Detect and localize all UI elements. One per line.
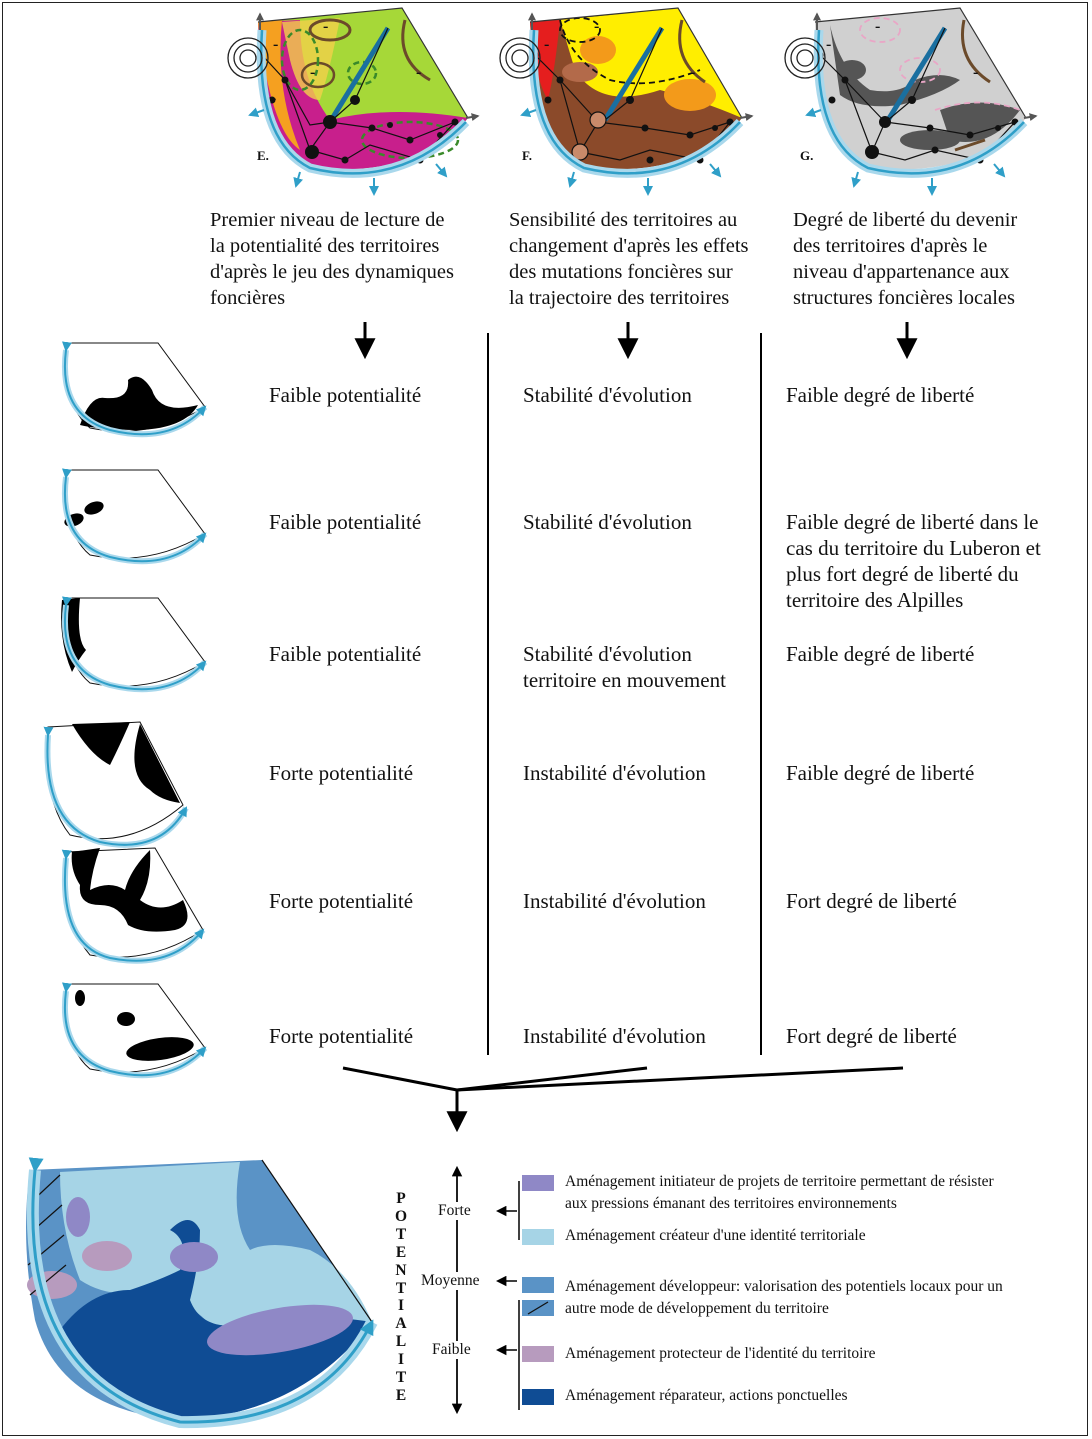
row-5-evolution: Instabilité d'évolution bbox=[523, 889, 706, 913]
convergence-lines bbox=[342, 1066, 904, 1133]
map-g-label: G. bbox=[800, 148, 814, 163]
row-2-potentialite: Faible potentialité bbox=[269, 510, 422, 534]
map-e-minus: - bbox=[323, 18, 329, 35]
row-2-evolution: Stabilité d'évolution bbox=[523, 510, 692, 534]
map-g bbox=[784, 7, 1038, 196]
map-f-label: F. bbox=[522, 148, 532, 163]
row-1-potentialite: Faible potentialité bbox=[269, 383, 422, 407]
legend-swatch-developpeur bbox=[522, 1277, 554, 1293]
map-e-minus: - bbox=[416, 64, 422, 81]
row-6-liberte: Fort degré de liberté bbox=[786, 1024, 957, 1048]
synthesis-map bbox=[26, 1157, 378, 1429]
row-4-potentialite: Forte potentialité bbox=[269, 761, 414, 785]
map-e bbox=[227, 7, 480, 196]
thumbnail-row-2 bbox=[62, 468, 208, 565]
row-3-liberte: Faible degré de liberté bbox=[786, 642, 975, 666]
legend-text-protecteur: Aménagement protecteur de l'identité du … bbox=[565, 1345, 876, 1362]
thumbnail-row-5 bbox=[61, 847, 206, 964]
level-forte: Forte bbox=[436, 1202, 473, 1220]
legend-text-reparateur: Aménagement réparateur, actions ponctuel… bbox=[565, 1387, 848, 1404]
thumbnail-row-4 bbox=[43, 721, 189, 848]
thumbnail-row-3 bbox=[61, 596, 208, 693]
legend-swatch-protecteur bbox=[522, 1346, 554, 1362]
map-g-minus: - bbox=[826, 36, 832, 53]
legend-text-createur: Aménagement créateur d'une identité terr… bbox=[565, 1227, 866, 1244]
row-1-evolution: Stabilité d'évolution bbox=[523, 383, 692, 407]
legend-swatch-createur bbox=[522, 1229, 554, 1245]
level-moyenne: Moyenne bbox=[419, 1272, 482, 1290]
map-f-minus: - bbox=[544, 36, 550, 53]
level-faible: Faible bbox=[430, 1341, 473, 1359]
thumbnail-row-1 bbox=[62, 341, 208, 438]
map-e-label: E. bbox=[257, 148, 269, 163]
row-6-potentialite: Forte potentialité bbox=[269, 1024, 414, 1048]
map-f-minus: - bbox=[594, 18, 600, 35]
thumbnail-row-6 bbox=[62, 982, 208, 1079]
row-5-liberte: Fort degré de liberté bbox=[786, 889, 957, 913]
map-f bbox=[499, 7, 754, 196]
row-4-evolution: Instabilité d'évolution bbox=[523, 761, 706, 785]
row-3-potentialite: Faible potentialité bbox=[269, 642, 422, 666]
row-1-liberte: Faible degré de liberté bbox=[786, 383, 975, 407]
row-5-potentialite: Forte potentialité bbox=[269, 889, 414, 913]
row-6-evolution: Instabilité d'évolution bbox=[523, 1024, 706, 1048]
map-e-minus: - bbox=[271, 90, 277, 107]
map-e-minus: - bbox=[310, 64, 316, 81]
map-g-minus: - bbox=[973, 64, 979, 81]
legend-text-initiateur: Aménagement initiateur de projets de ter… bbox=[565, 1173, 994, 1212]
map-f-minus: - bbox=[690, 64, 696, 81]
legend-swatch-initiateur bbox=[522, 1175, 554, 1191]
row-4-liberte: Faible degré de liberté bbox=[786, 761, 975, 785]
legend-swatch-reparateur bbox=[522, 1389, 554, 1405]
legend-text-developpeur: Aménagement développeur: valorisation de… bbox=[565, 1278, 1003, 1317]
map-g-minus: - bbox=[875, 18, 881, 35]
map-e-minus: - bbox=[273, 36, 279, 53]
